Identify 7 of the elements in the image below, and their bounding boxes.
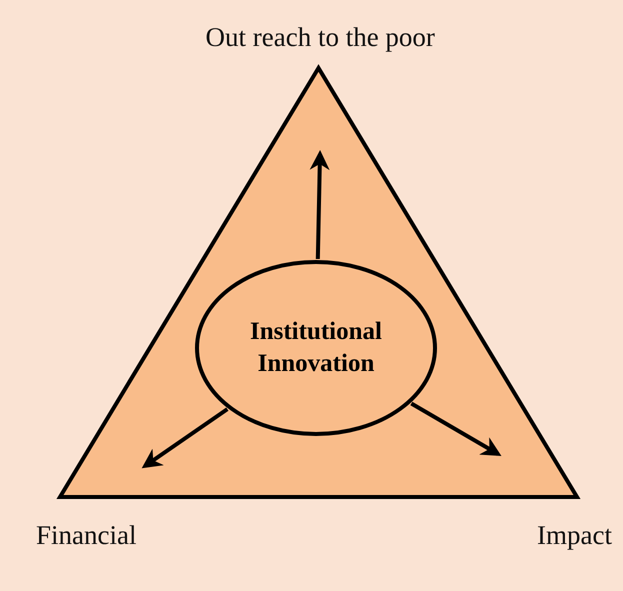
arrow xyxy=(142,408,228,468)
node-label: Institutional Innovation xyxy=(249,316,383,379)
corner-label: Out reach to the poor xyxy=(206,22,435,53)
corner-label: Impact xyxy=(537,520,612,551)
corner-label: Financial xyxy=(36,520,136,551)
arrow xyxy=(310,150,330,260)
arrow xyxy=(410,402,502,456)
